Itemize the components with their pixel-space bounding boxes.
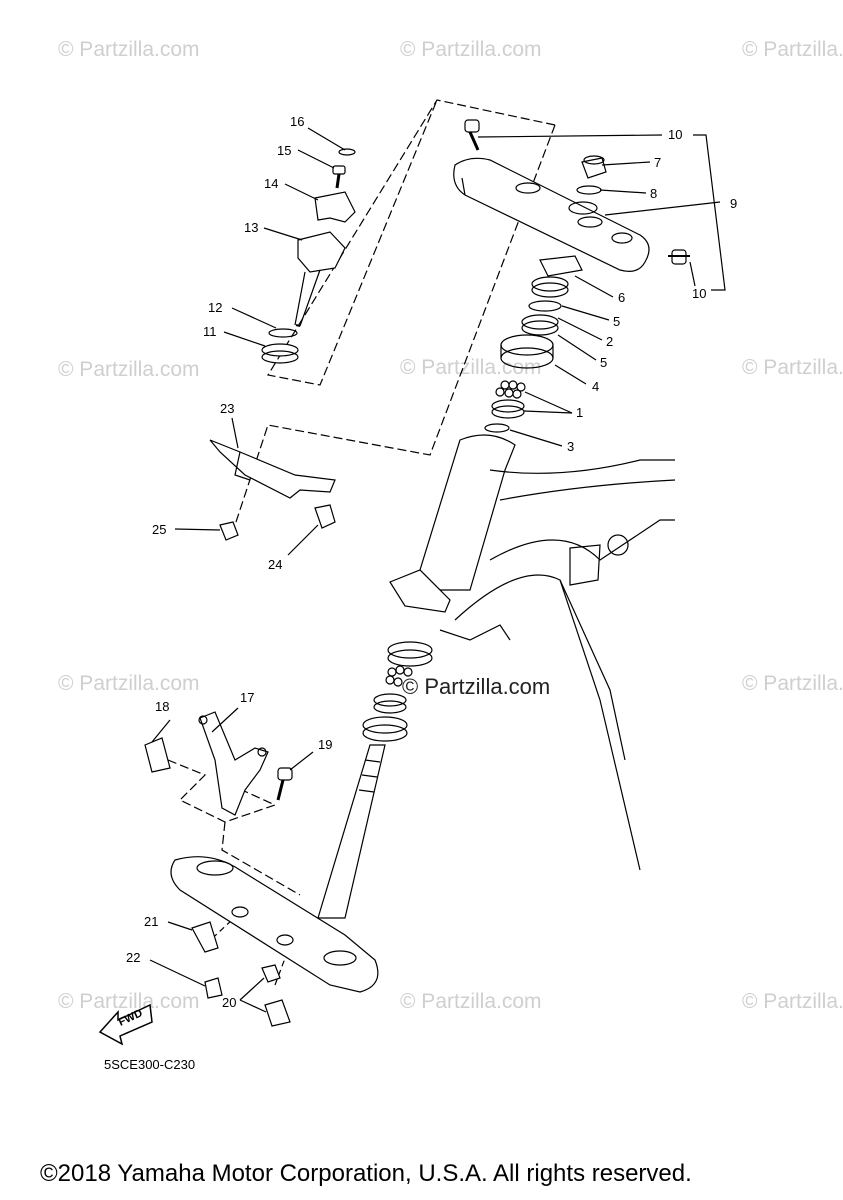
lower-holder [298,232,345,272]
rubber-washer [529,301,561,311]
clamp [315,505,335,528]
callout-4: 4 [592,379,600,394]
callout-8: 8 [650,186,658,201]
callout-6: 6 [618,290,626,305]
watermark: © Partzilla.com [58,358,200,381]
dashed-guide [235,125,555,525]
bolt [333,166,345,174]
seal [485,424,509,432]
bracket-hole [516,183,540,193]
bolt [205,978,222,998]
callout-21: 21 [144,914,159,929]
callout-5: 5 [600,355,608,370]
dashed-guide [168,760,275,822]
dashed-guide [205,920,232,945]
nut [265,1000,290,1026]
watermark: © Partzilla.com [742,38,843,61]
washer [269,329,297,337]
callout-16: 16 [290,114,305,129]
callout-10: 10 [692,286,707,301]
watermark: © Partzilla.com [58,672,200,695]
stay [200,712,268,815]
washer [577,186,601,194]
fwd-arrow [100,1005,152,1044]
watermark-center: © Partzilla.com [402,674,551,699]
callout-1: 1 [576,405,584,420]
callout-18: 18 [155,699,170,714]
steering-stem [318,745,385,918]
washer [339,149,355,155]
callout-5: 5 [613,314,621,329]
watermark: © Partzilla.com [742,672,843,695]
ring-nut [532,277,568,291]
callout-22: 22 [126,950,141,965]
callout-7: 7 [654,155,662,170]
bracket-hole [578,217,602,227]
bracket-hole [612,233,632,243]
callout-2: 2 [606,334,614,349]
bolt [465,120,479,132]
callout-3: 3 [567,439,575,454]
callout-19: 19 [318,737,333,752]
damper-block [145,738,170,772]
watermark: © Partzilla.com [742,356,843,379]
damper [262,344,298,356]
nut [220,522,238,540]
watermark: © Partzilla.com [400,38,542,61]
watermark: © Partzilla.com [400,990,542,1013]
callout-10: 10 [668,127,683,142]
lower-bracket [171,857,378,992]
diagram-code: 5SCE300-C230 [104,1057,196,1072]
cap-nut [582,158,606,178]
callout-9: 9 [730,196,738,211]
dashed-guide [222,822,300,895]
callout-13: 13 [244,220,259,235]
callout-24: 24 [268,557,283,572]
guide-clip [192,922,218,952]
callout-20: 20 [222,995,237,1010]
callout-23: 23 [220,401,235,416]
callout-25: 25 [152,522,167,537]
upper-bracket [454,158,649,271]
callout-17: 17 [240,690,255,705]
dust-cover [501,335,553,355]
watermark: © Partzilla.com [742,990,843,1013]
watermark: © Partzilla.com [400,356,542,379]
watermark: © Partzilla.com [58,38,200,61]
bolt [278,768,292,780]
watermark: © Partzilla.com [58,990,200,1013]
ring-nut [522,315,558,329]
dashed-guide [268,100,555,385]
cable-guide [210,440,335,498]
callout-12: 12 [208,300,223,315]
bracket-hole [569,202,597,214]
bearing-race [374,694,406,706]
lock-washer [540,256,582,276]
callout-14: 14 [264,176,279,191]
callout-11: 11 [203,324,217,339]
callout-15: 15 [277,143,292,158]
copyright-notice: ©2018 Yamaha Motor Corporation, U.S.A. A… [40,1160,692,1187]
upper-holder [315,192,355,222]
nut [262,965,280,982]
frame [420,435,515,590]
